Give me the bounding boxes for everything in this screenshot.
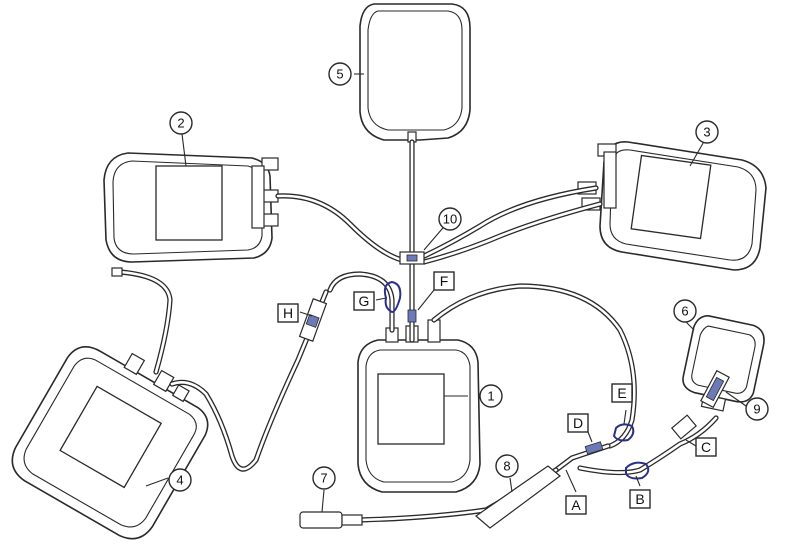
callout-4-number: 4 [176,473,183,488]
needle-7-sheath [341,514,363,526]
callout-5-number: 5 [336,67,343,82]
callout-f-letter: F [440,273,449,289]
bag-5 [359,3,471,143]
callout-1: 1 [479,384,503,408]
callout-9-number: 9 [753,402,760,417]
callout-9: 9 [745,397,769,421]
bag-2 [103,152,279,263]
callout-h-letter: H [283,305,293,321]
callout-b-letter: B [635,491,644,507]
sample-holder-9-insert [705,376,725,402]
clamp-e [612,423,635,442]
needle-7-hub [299,511,343,529]
callout-e-letter: E [617,385,626,401]
coupler-f [407,309,417,323]
callout-8: 8 [495,454,519,478]
callout-7: 7 [312,466,336,490]
callout-6-number: 6 [681,304,688,319]
callout-2: 2 [169,111,193,135]
callout-c-letter: C [701,439,711,455]
clamp-g [383,280,402,314]
callout-1-number: 1 [487,389,494,404]
connector-d-band [584,441,604,455]
callout-f: F [433,271,455,291]
clamp-b [625,461,650,480]
callout-6: 6 [673,299,697,323]
callout-3: 3 [695,120,719,144]
callout-g: G [353,291,375,311]
callout-10-number: 10 [443,212,457,227]
callout-8-number: 8 [503,459,510,474]
callout-a-letter: A [571,497,581,513]
fittings [111,251,730,529]
callout-a: A [565,495,587,515]
callout-2-number: 2 [177,116,184,131]
tubing-sleeve-8 [475,465,561,529]
callout-3-number: 3 [703,125,710,140]
bag-4 [11,346,209,540]
callout-h: H [277,303,299,323]
callout-4: 4 [168,468,192,492]
callout-5: 5 [328,62,352,86]
pouch-6 [682,315,765,412]
callout-c: C [695,437,717,457]
callout-d: D [567,413,589,433]
sealed-tube-end [111,267,123,277]
junction-10-coupler [406,254,418,262]
callout-d-letter: D [573,415,583,431]
connector-h-band [305,314,320,328]
callout-b: B [629,489,651,509]
callout-7-number: 7 [320,471,327,486]
bag-1 [357,319,481,493]
connector-c [670,414,698,440]
callout-g-letter: G [359,293,370,309]
callout-10: 10 [438,207,462,231]
leader-lines [145,73,747,513]
callout-e: E [611,383,633,403]
bag-3 [577,141,767,271]
